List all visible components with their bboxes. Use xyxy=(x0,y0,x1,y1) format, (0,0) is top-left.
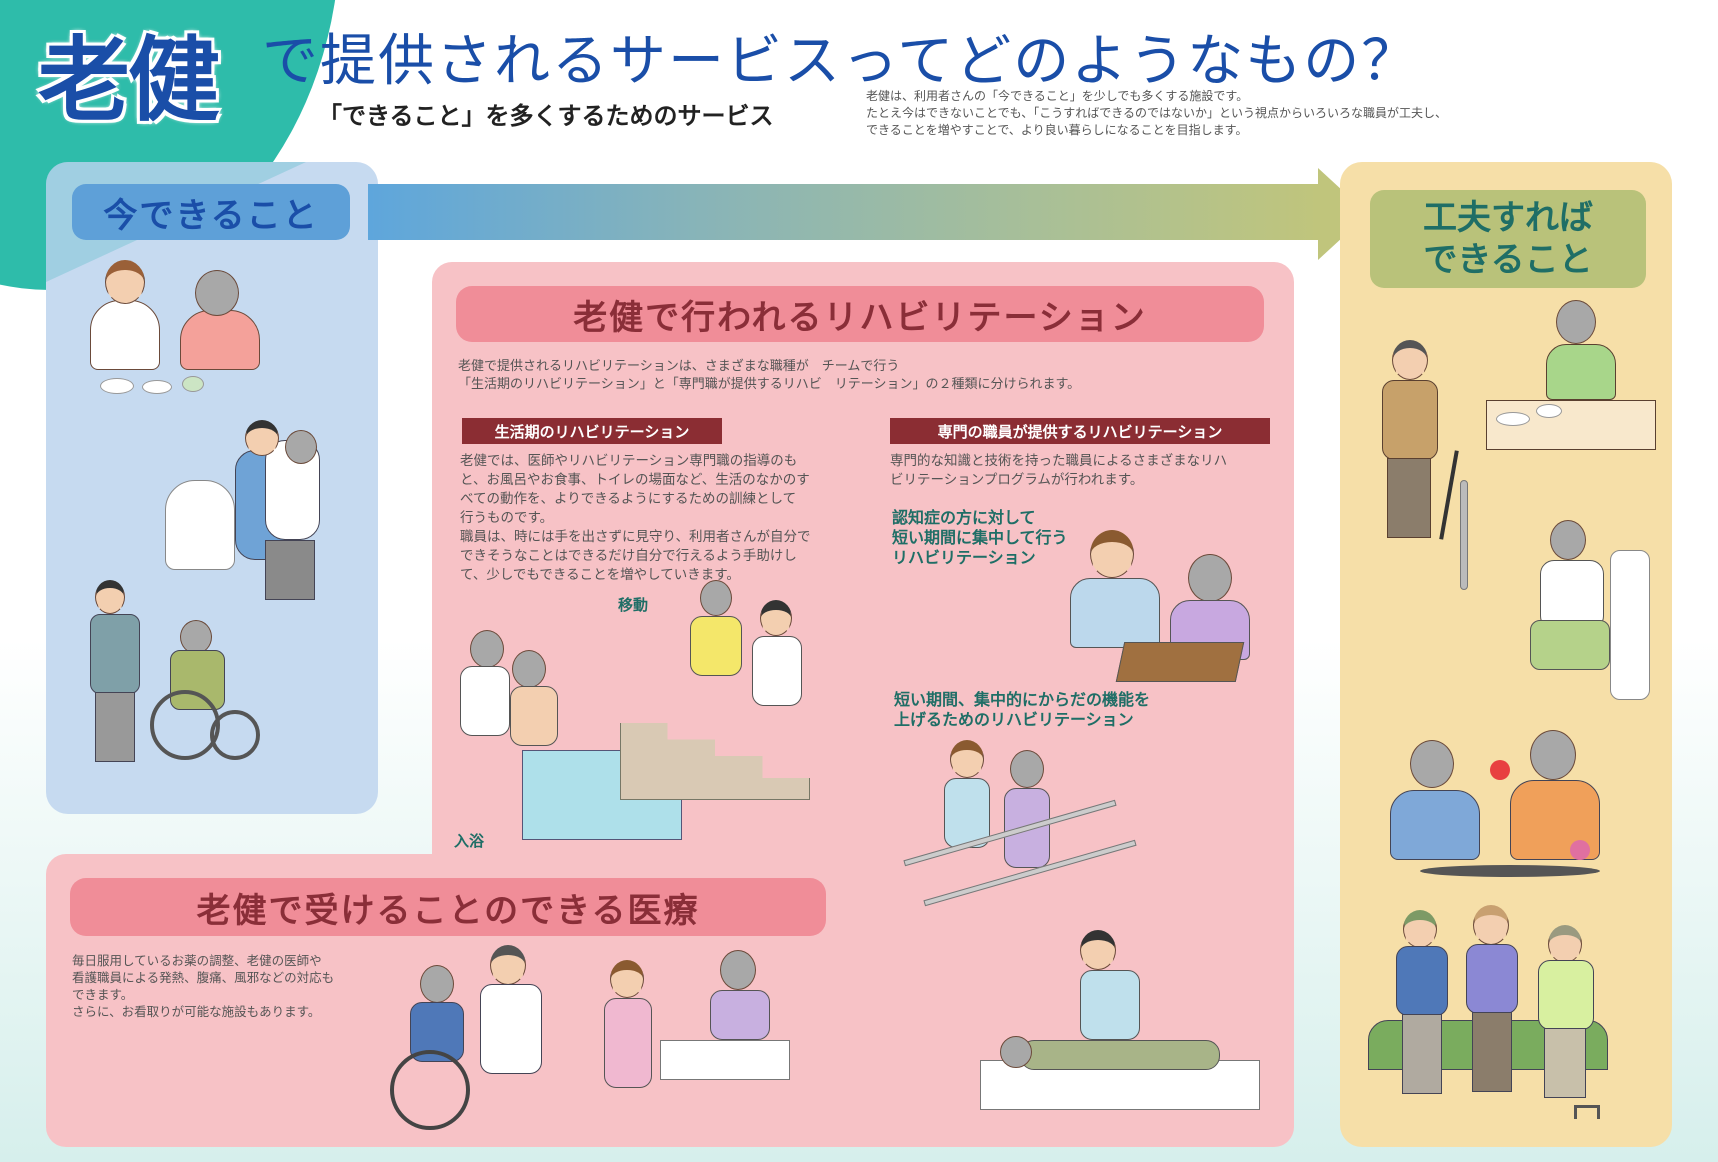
parallel-bars-icon xyxy=(900,740,1137,970)
life-rehab-line: と、お風呂やお食事、トイレの場面など、生活のなかのす xyxy=(460,472,810,488)
dementia-rehab-game-icon xyxy=(1060,530,1270,690)
dementia-rehab-caption: 認知症の方に対して 短い期間に集中して行う リハビリテーション xyxy=(892,508,1068,568)
label-bathing: 入浴 xyxy=(454,832,485,850)
intro-line: たとえ今はできないことでも、「こうすればできるのではないか」という視点からいろい… xyxy=(866,106,1448,120)
life-rehab-line: できそうなことはできるだけ自分で行えるよう手助けし xyxy=(460,548,797,564)
pro-rehab-header: 専門の職員が提供するリハビリテーション xyxy=(890,418,1270,444)
life-rehab-line: 職員は、時には手を出さずに見守り、利用者さんが自分で xyxy=(460,529,811,545)
intro-line: できることを増やすことで、より良い暮らしになることを目指します。 xyxy=(866,123,1248,137)
medical-title: 老健で受けることのできる医療 xyxy=(70,878,826,936)
pro-rehab-text: 専門的な知識と技術を持った職員によるさまざまなリハ ビリテーションプログラムが行… xyxy=(890,452,1227,490)
caption-line: 認知症の方に対して xyxy=(892,508,1036,527)
life-rehab-line: べての動作を、よりできるようにするための訓練として xyxy=(460,491,797,507)
label-current-abilities: 今できること xyxy=(72,184,350,240)
medical-text: 毎日服用しているお薬の調整、老健の医師や 看護職員による発熱、腹痛、風邪などの対… xyxy=(72,952,334,1020)
rehab-intro-line: 「生活期のリハビリテーション」と「専門職が提供するリハビ リテーション」の２種類… xyxy=(458,377,1081,392)
label-line: できること xyxy=(1423,240,1593,280)
pro-rehab-line: 専門的な知識と技術を持った職員によるさまざまなリハ xyxy=(890,453,1228,469)
stairs-walking-icon xyxy=(620,580,840,810)
medical-line: さらに、お看取りが可能な施設もあります。 xyxy=(72,1004,321,1019)
label-line: 工夫すれば xyxy=(1423,198,1593,238)
caption-line: 上げるためのリハビリテーション xyxy=(894,710,1134,729)
intro-text: 老健は、利用者さんの「今できること」を少しでも多くする施設です。 たとえ今はでき… xyxy=(866,88,1586,139)
life-rehab-header: 生活期のリハビリテーション xyxy=(462,418,722,444)
life-rehab-line: 行うものです。 xyxy=(460,510,554,526)
rehab-intro-line: 老健で提供されるリハビリテーションは、さまざまな職種が チームで行う xyxy=(458,359,900,374)
progress-arrow xyxy=(368,184,1320,240)
label-movement: 移動 xyxy=(618,596,649,614)
physical-therapy-icon xyxy=(980,930,1270,1130)
page-subtitle: 「できること」を多くするためのサービス xyxy=(318,102,774,130)
life-rehab-line: て、少しでもできることを増やしていきます。 xyxy=(460,567,740,583)
life-rehab-line: 老健では、医師やリハビリテーション専門職の指導のも xyxy=(460,453,798,469)
medical-line: 毎日服用しているお薬の調整、老健の医師や xyxy=(72,953,322,968)
walking-cane-icon xyxy=(1362,340,1462,550)
flower-arranging-icon xyxy=(1390,720,1630,890)
intensive-rehab-caption: 短い期間、集中的にからだの機能を 上げるためのリハビリテーション xyxy=(894,690,1150,730)
blood-pressure-check-icon xyxy=(600,950,800,1110)
medical-line: 看護職員による発熱、腹痛、風邪などの対応も xyxy=(72,970,335,985)
toilet-assist-icon xyxy=(165,410,335,610)
page-title: で提供されるサービスってどのようなもの？ xyxy=(262,29,1420,94)
label-possible-abilities: 工夫すれば できること xyxy=(1370,190,1646,288)
eating-alone-icon xyxy=(1486,300,1656,450)
life-rehab-text: 老健では、医師やリハビリテーション専門職の指導のも と、お風呂やお食事、トイレの… xyxy=(460,452,810,585)
pro-rehab-line: ビリテーションプログラムが行われます。 xyxy=(890,472,1144,488)
gateball-icon xyxy=(1368,900,1628,1120)
caregiver-feeding-icon xyxy=(70,260,270,410)
caption-line: 短い期間に集中して行う xyxy=(892,528,1068,547)
doctor-consultation-icon xyxy=(370,940,570,1150)
title-emphasis: 老健 xyxy=(38,27,220,134)
wheelchair-push-icon xyxy=(80,580,280,780)
medical-line: できます。 xyxy=(72,987,134,1002)
rehab-title: 老健で行われるリハビリテーション xyxy=(456,286,1264,342)
toilet-rail-icon xyxy=(1460,480,1650,710)
caption-line: リハビリテーション xyxy=(892,548,1036,567)
rehab-intro: 老健で提供されるリハビリテーションは、さまざまな職種が チームで行う 「生活期の… xyxy=(458,358,1080,394)
intro-line: 老健は、利用者さんの「今できること」を少しでも多くする施設です。 xyxy=(866,89,1249,103)
caption-line: 短い期間、集中的にからだの機能を xyxy=(894,690,1151,709)
panel-rehabilitation xyxy=(432,262,1294,1147)
